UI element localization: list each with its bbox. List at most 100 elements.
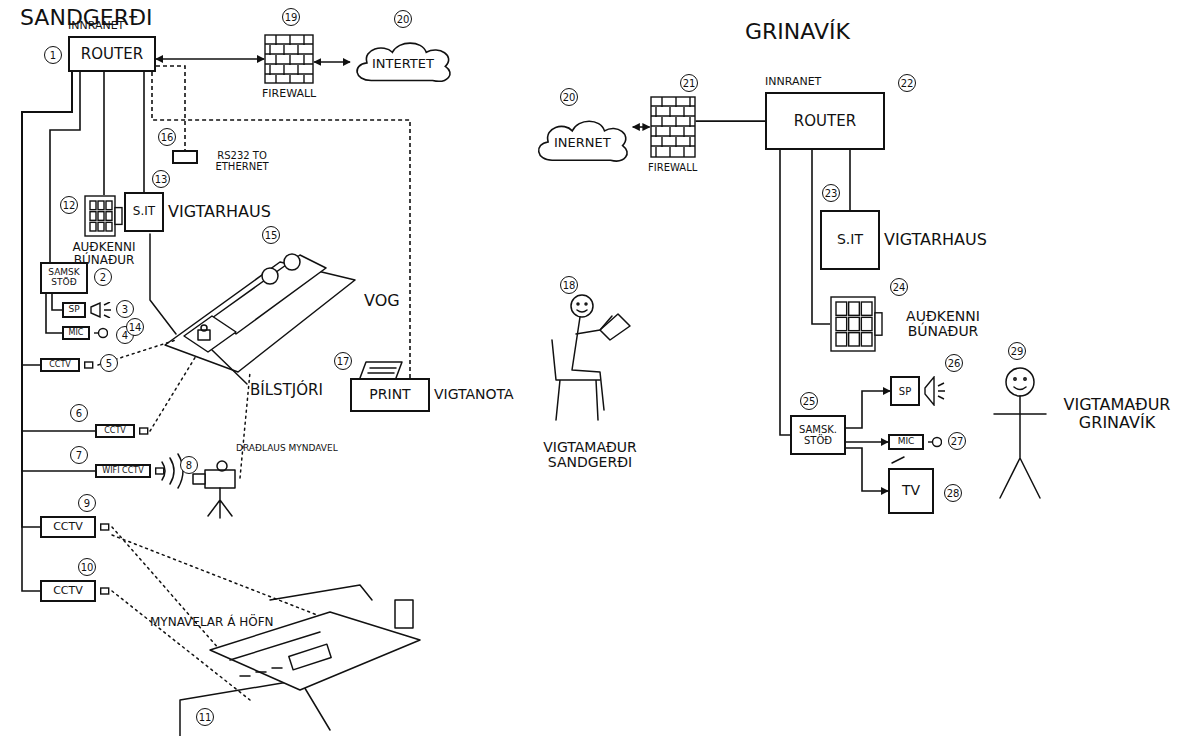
callout-number: 1 [44,46,62,64]
connector [780,150,790,435]
printer-box: PRINTVIGTANOTA [350,378,514,412]
text-label: VIGTAMAÐUR GRINAVÍK [1052,396,1182,431]
connector [22,72,72,365]
connector [143,72,145,192]
router-box: INNRANETROUTER [765,76,885,150]
speaker-box: SP [62,302,112,318]
speaker-box-shape: SP [890,376,920,406]
scale-head-box-shape: S.IT [124,192,164,232]
cctv-camera-shape: CCTV [95,424,135,438]
id-device-shape [830,296,884,352]
internet-cloud: INERNET [532,118,633,164]
node-text: CCTV [49,361,71,370]
station-box-shape: SAMSK STÖÐ [40,262,88,294]
cctv-camera-shape: CCTV [40,516,96,538]
connector [156,58,264,60]
node-text: S.IT [133,205,155,218]
callout-number: 9 [78,494,96,512]
weighbridge [165,254,355,384]
callout-number: 28 [944,484,962,502]
lens-symbol [139,424,149,438]
node-text: S.IT [837,232,863,247]
firewall: FIREWALL [262,34,316,100]
callout-number: 18 [560,276,578,294]
node-text: INTERTET [372,57,434,71]
text-label: VIGTAMAÐUR SANDGERÐI [515,440,665,471]
cctv-camera: CCTV [40,358,94,372]
node-text: VIGTARHAUS [168,203,271,221]
text-label: BÍLSTJÓRI [250,382,323,399]
node-text: ROUTER [81,46,143,63]
text-label: DRAÐLAUS MYNDAVEL [236,444,338,454]
wireless-camera [162,454,235,518]
node-text: AUÐKENNI BÚNAÐUR [888,309,998,340]
connector [50,72,80,262]
callout-number: 2 [94,268,112,286]
lens-symbol [100,516,110,538]
callout-number: 12 [60,196,78,214]
node-text: SP [68,305,79,315]
callout-number: 14 [126,318,144,336]
cctv-camera: CCTV [40,516,110,538]
node-text: VIGTARHAUS [884,231,987,249]
node-text: SAMSK STÖÐ [44,268,84,288]
cone-symbol [924,376,946,406]
brick-outline [264,34,314,84]
printer-box-shape: PRINT [350,378,430,412]
scale-head-box: S.IT VIGTARHAUS [124,192,271,232]
speaker-box: SP [890,376,946,406]
scale-wire [150,234,176,334]
scale-head-box: S.IT VIGTARHAUS [820,210,987,270]
node-text: RS232 TO ETHERNET [202,150,282,172]
callout-number: 24 [890,278,908,296]
connector [156,66,185,150]
mic-symbol [94,326,108,340]
keypad-outline [830,296,884,352]
callout-number: 27 [948,432,966,450]
node-text: INERNET [554,136,611,150]
id-device-shape [84,195,124,237]
connector [152,72,410,378]
mic-symbol [928,434,942,450]
id-device: AUÐKENNI BÚNAÐUR [830,296,998,352]
node-text: CCTV [53,521,83,533]
router-box-shape: ROUTER [68,36,156,72]
callout-number: 7 [70,446,88,464]
connector [696,120,765,122]
node-text: WIFI CCTV [102,467,143,476]
node-text: CCTV [53,585,83,597]
connector [849,150,851,210]
callout-number: 20 [394,10,412,28]
connector [52,294,62,310]
harbour [180,585,420,736]
internet-cloud: INTERTET [350,40,456,84]
firewall-shape [650,96,696,158]
callout-number: 15 [262,226,280,244]
callout-number: 8 [180,456,198,474]
firewall: FIREWALL [648,96,697,173]
node-text: MIC [69,329,84,338]
connector [103,72,105,195]
station-box: SAMSK. STÖÐ [790,415,846,455]
node-text: PRINT [369,387,410,402]
callout-number: 13 [152,170,170,188]
connector [633,126,650,128]
callout-number: 19 [282,8,300,26]
mic-box-shape: MIC [62,326,90,340]
text-label: MYNAVELAR Á HÖFN [150,616,274,629]
connector [846,448,888,491]
wifi-camera-shape: WIFI CCTV [95,464,151,478]
node-text: MIC [898,437,915,447]
scale-head-box-shape: S.IT [820,210,880,270]
callout-number: 20 [560,88,578,106]
internet-cloud-shape: INERNET [532,118,633,164]
node-text: FIREWALL [648,162,697,173]
node-text: TV [902,483,920,498]
printer-paper [360,362,402,378]
firewall-shape [264,34,314,84]
lens-symbol [100,580,110,602]
connector [22,72,72,527]
callout-number: 16 [158,128,176,146]
cone-symbol [90,302,112,318]
